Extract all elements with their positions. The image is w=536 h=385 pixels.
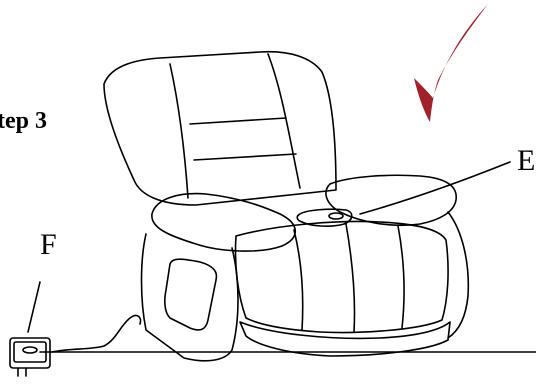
red-checkmark-arrow-icon	[414, 4, 488, 122]
power-cord	[52, 316, 141, 352]
seat-cushion	[235, 222, 448, 333]
leader-line-e	[360, 162, 510, 214]
remote-control	[297, 209, 352, 226]
callout-e-label: E	[517, 146, 535, 176]
side-pocket	[165, 259, 217, 330]
backrest-outline	[104, 52, 336, 205]
callout-f-label: F	[40, 230, 57, 260]
left-side-panel	[142, 234, 239, 361]
step-label: tep 3	[0, 108, 47, 135]
right-armrest	[326, 175, 456, 225]
leader-line-f	[28, 282, 40, 332]
